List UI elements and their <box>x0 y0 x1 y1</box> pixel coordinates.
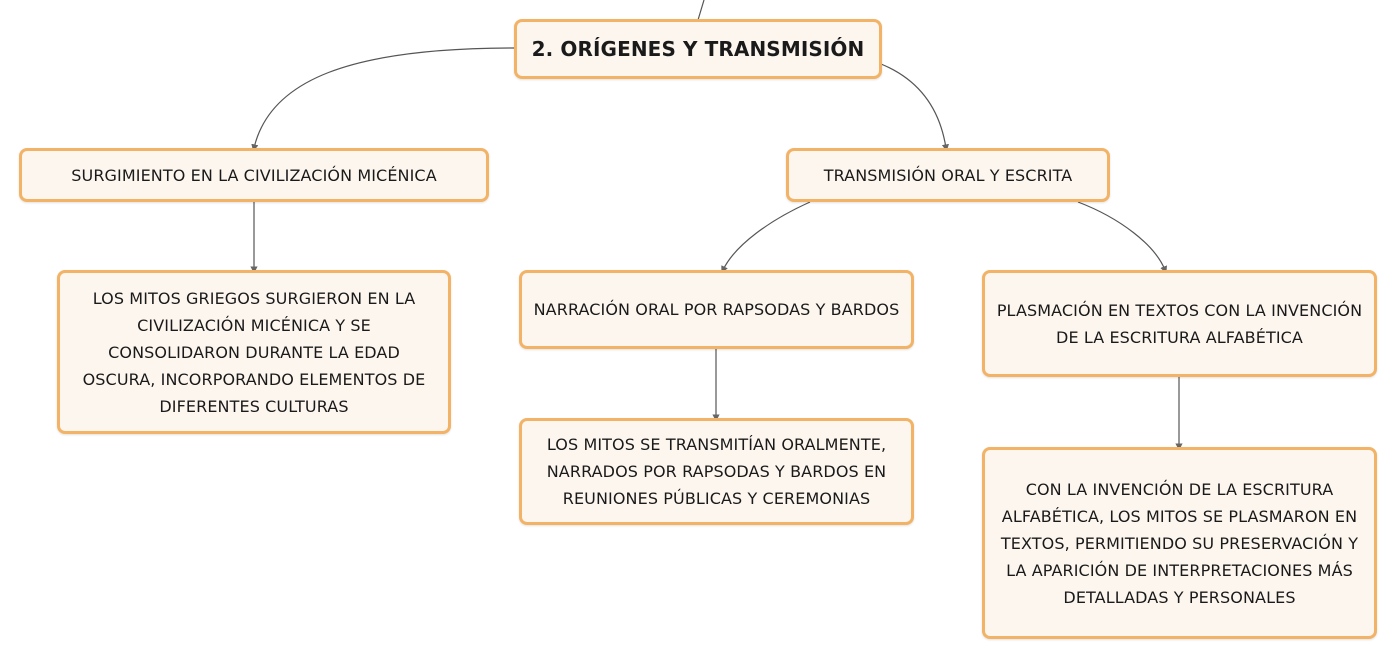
link-root-surgimiento <box>251 47 515 152</box>
link-transmision-escrita <box>1077 201 1168 274</box>
topic-surgimiento[interactable]: SURGIMIENTO EN LA CIVILIZACIÓN MICÉNICA <box>19 148 489 202</box>
link-transmision-oral <box>721 201 811 274</box>
topic-oral[interactable]: NARRACIÓN ORAL POR RAPSODAS Y BARDOS <box>519 270 914 349</box>
topic-transmision[interactable]: TRANSMISIÓN ORAL Y ESCRITA <box>786 148 1110 202</box>
link-root-transmision <box>880 63 949 152</box>
topic-escrita[interactable]: PLASMACIÓN EN TEXTOS CON LA INVENCIÓN DE… <box>982 270 1377 377</box>
link-parent-root <box>697 0 705 21</box>
topic-escrita-detail[interactable]: CON LA INVENCIÓN DE LA ESCRITURA ALFABÉT… <box>982 447 1377 639</box>
topic-oral-detail[interactable]: LOS MITOS SE TRANSMITÍAN ORALMENTE, NARR… <box>519 418 914 525</box>
topic-surgimiento-detail[interactable]: LOS MITOS GRIEGOS SURGIERON EN LA CIVILI… <box>57 270 451 434</box>
root-topic-node[interactable]: 2. ORÍGENES Y TRANSMISIÓN <box>514 19 882 79</box>
